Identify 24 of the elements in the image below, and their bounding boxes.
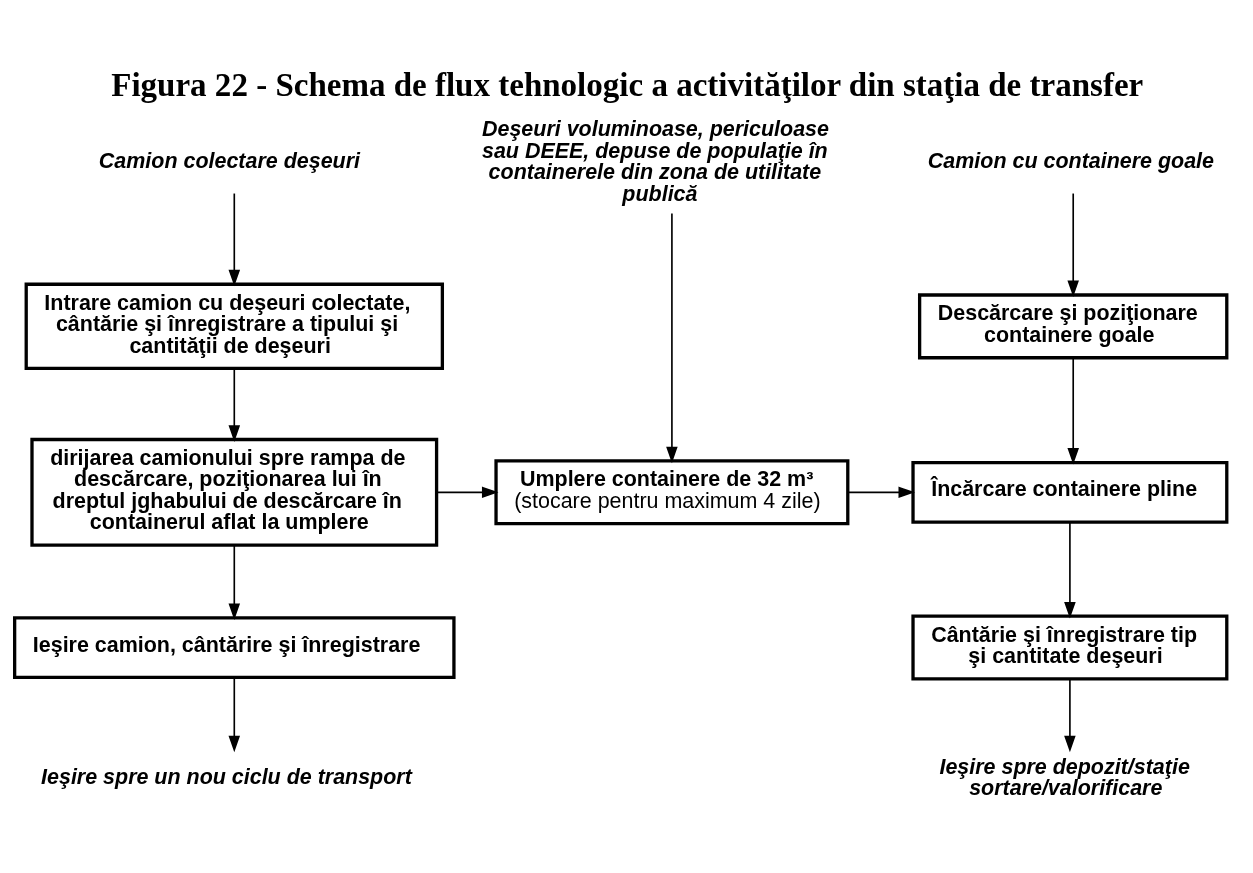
node-text: Camion cu containere goale (927, 148, 1214, 173)
node-box: Cântărie şi înregistrare tip şi cantitate deşeuri (911, 614, 1229, 681)
node-box: Ieşire camion, cântărire şi înregistrare (13, 615, 456, 679)
arrow (228, 367, 241, 442)
node-text: Ieşire spre un nou ciclu de transport (41, 764, 412, 789)
arrow (1064, 520, 1076, 619)
arrow (847, 486, 916, 498)
node-text: Deşeuri voluminoase, periculoase sau DEEE, depuse de populaţie în containerele din zona de utilitate publică (482, 116, 829, 206)
node-box: Umplere containere de 32 m³ (stocare pentru maximum 4 zile) (494, 458, 850, 525)
node-box: Descărcare şi poziţionare containere goale (918, 292, 1229, 359)
node-text: Camion colectare deşeuri (98, 148, 360, 173)
arrow (228, 192, 241, 286)
node-text: Ieşire spre depozit/staţie sortare/valorificare (939, 754, 1190, 800)
node-box: Intrare camion cu deşeuri colectate, cântărie şi înregistrare a tipului şi cantităţii de deşeuri (24, 282, 444, 370)
arrow (228, 544, 241, 620)
diagram-title: Figura 22 - Schema de flux tehnologic a activităţilor din staţia de transfer (111, 66, 1144, 103)
node-box: dirijarea camionului spre rampa de descărcare, poziţionarea lui în dreptul jghabului de descărcare în containerul aflat la umplere (30, 437, 439, 547)
arrow (666, 212, 678, 463)
arrow (1067, 192, 1079, 297)
node-box: Încărcare containere pline (911, 460, 1229, 524)
arrow (228, 676, 241, 752)
arrow (1064, 678, 1076, 752)
arrow (1067, 357, 1079, 465)
arrow (436, 486, 499, 498)
